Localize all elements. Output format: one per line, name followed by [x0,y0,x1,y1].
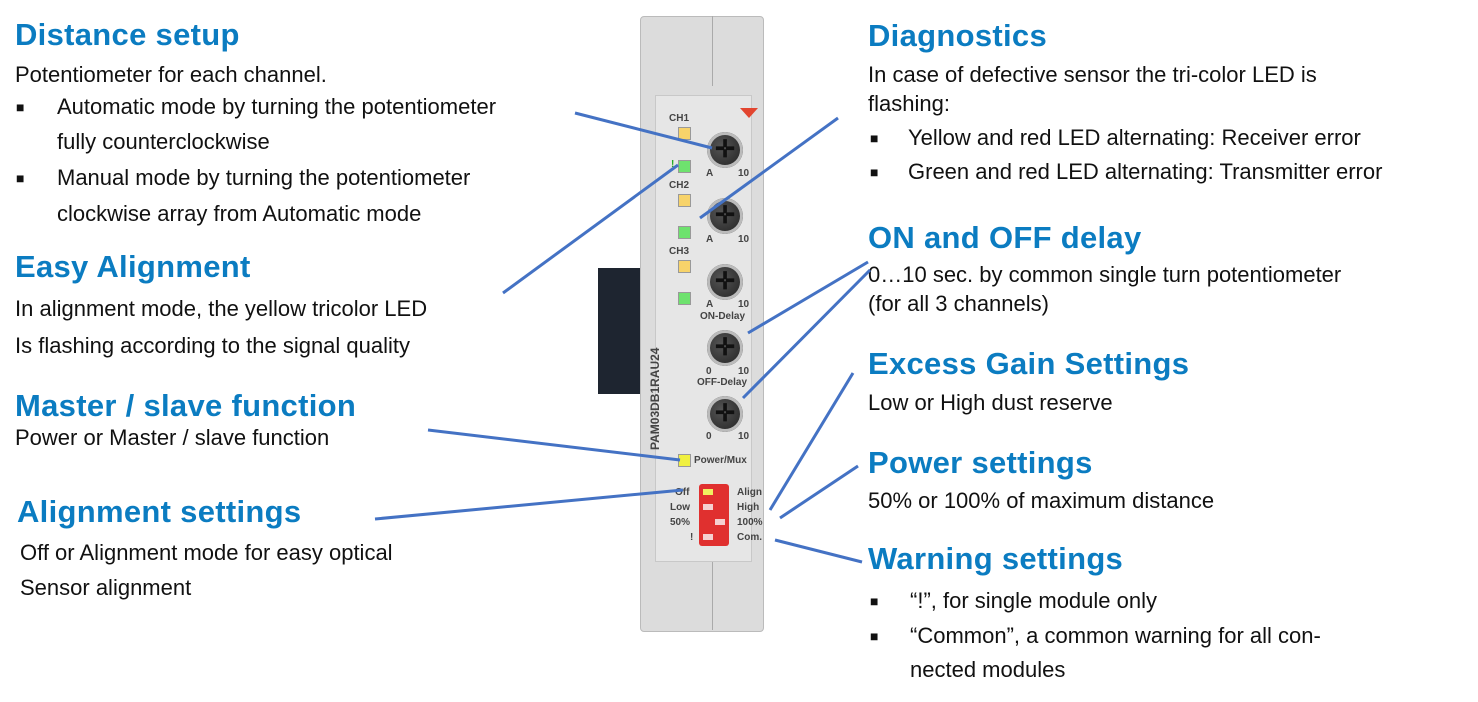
ch1-label: CH1 [669,113,690,124]
delay-line-1: 0…10 sec. by common single turn potentio… [868,262,1342,287]
ch2-yellow-led [678,194,691,207]
ch2-potentiometer[interactable] [707,198,743,234]
alignment-line-2: Is flashing according to the signal qual… [15,333,411,358]
scale-label: 10 [738,366,750,377]
leader-line [741,268,872,400]
bullet-icon: ■ [16,99,25,115]
distance-bullet-1b: fully counterclockwise [57,129,270,154]
off-delay-potentiometer[interactable] [707,396,743,432]
scale-label: 0 [706,431,712,442]
ch3-yellow-led [678,260,691,273]
brand-logo-icon [740,108,758,118]
dip-label-com: Com. [737,532,762,543]
gain-line: Low or High dust reserve [868,390,1113,415]
delay-title: ON and OFF delay [868,220,1142,255]
warning-bullet-2b: nected modules [910,657,1066,682]
bullet-icon: ■ [16,170,25,186]
leader-line [774,538,863,564]
ch2-label: CH2 [669,180,690,191]
scale-label: 10 [738,431,750,442]
ch2-green-led [678,226,691,239]
distance-bullet-1a: Automatic mode by turning the potentiome… [57,94,497,119]
scale-label: 10 [738,234,750,245]
dip-label-align: Align [737,487,762,498]
diagnostics-bullet-1: Yellow and red LED alternating: Receiver… [908,125,1361,150]
off-delay-label: OFF-Delay [697,377,748,388]
alignment-settings-title: Alignment settings [17,494,302,529]
din-clip [598,268,640,394]
distance-intro: Potentiometer for each channel. [15,62,327,87]
leader-line [374,488,684,521]
ch3-potentiometer[interactable] [707,264,743,300]
ch1-green-led [678,160,691,173]
bullet-icon: ■ [870,593,879,609]
front-panel [655,95,752,562]
on-delay-potentiometer[interactable] [707,330,743,366]
ch1-potentiometer[interactable] [707,132,743,168]
ch3-label: CH3 [669,246,690,257]
scale-label: 0 [706,366,712,377]
scale-label: A [706,299,714,310]
diagnostics-bullet-2: Green and red LED alternating: Transmitt… [908,159,1383,184]
dip-label-off: Off [675,487,690,498]
warning-title: Warning settings [868,541,1124,576]
power-mux-label: Power/Mux [694,455,747,466]
distance-bullet-2b: clockwise array from Automatic mode [57,201,422,226]
delay-line-2: (for all 3 channels) [868,291,1049,316]
scale-label: A [706,168,714,179]
bullet-icon: ■ [870,164,879,180]
scale-label: A [706,234,714,245]
leader-line [768,372,855,511]
leader-line [747,260,869,335]
ch3-green-led [678,292,691,305]
align-settings-line-1: Off or Alignment mode for easy optical [20,540,393,565]
warning-bullet-2a: “Common”, a common warning for all con- [910,623,1321,648]
dip-label-low: Low [670,502,690,513]
dip-label-100: 100% [737,517,763,528]
diagnostics-line-2: flashing: [868,91,950,116]
bullet-icon: ■ [870,130,879,146]
align-settings-line-2: Sensor alignment [20,575,192,600]
diagnostics-title: Diagnostics [868,18,1048,53]
distance-bullet-2a: Manual mode by turning the potentiometer [57,165,471,190]
leader-line [699,116,839,220]
scale-label: 10 [738,168,750,179]
dip-label-50: 50% [670,517,691,528]
leader-line [574,111,713,150]
master-slave-line: Power or Master / slave function [15,425,330,450]
alignment-line-1: In alignment mode, the yellow tricolor L… [15,296,428,321]
bullet-icon: ■ [870,628,879,644]
leader-line [502,163,679,295]
power-title: Power settings [868,445,1093,480]
leader-line [427,428,681,462]
gain-title: Excess Gain Settings [868,346,1190,381]
dip-label-warning: ! [690,532,694,543]
distance-setup-title: Distance setup [15,17,240,52]
master-slave-title: Master / slave function [15,388,357,423]
on-delay-label: ON-Delay [700,311,746,322]
leader-line [779,464,859,520]
power-line: 50% or 100% of maximum distance [868,488,1215,513]
warning-symbol: ! [671,159,675,170]
diagnostics-line-1: In case of defective sensor the tri-colo… [868,62,1317,87]
easy-alignment-title: Easy Alignment [15,249,251,284]
scale-label: 10 [738,299,750,310]
dip-label-high: High [737,502,760,513]
warning-bullet-1: “!”, for single module only [910,588,1157,613]
